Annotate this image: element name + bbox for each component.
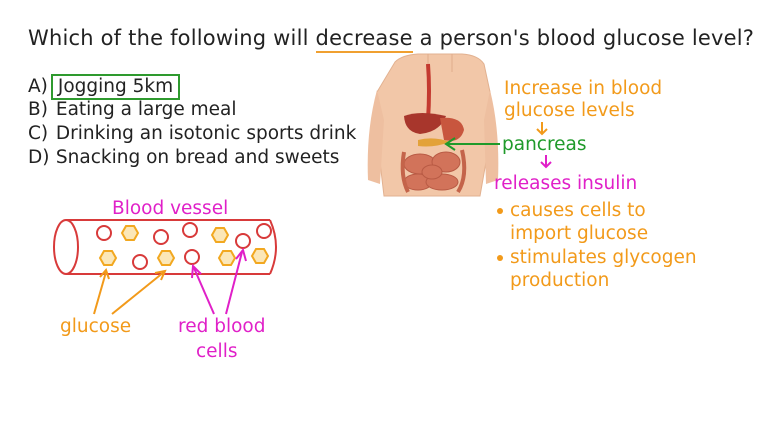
bullet-stimulates-line1: stimulates glycogen bbox=[510, 247, 697, 268]
question-keyword: decrease bbox=[315, 26, 413, 53]
red-blood-cell bbox=[235, 233, 251, 249]
option-text: Eating a large meal bbox=[55, 99, 237, 120]
option-d[interactable]: D) Snacking on bread and sweets bbox=[28, 146, 356, 170]
human-torso-illustration bbox=[367, 53, 499, 197]
glucose-molecule bbox=[250, 248, 270, 264]
increase-label-line2: glucose levels bbox=[504, 100, 635, 121]
bullet-dot bbox=[497, 255, 503, 261]
option-letter: B) bbox=[28, 99, 48, 120]
question-suffix: a person's blood glucose level? bbox=[419, 26, 755, 50]
rbc-label-line2: cells bbox=[196, 341, 238, 362]
bullet-causes-line2: import glucose bbox=[510, 223, 649, 244]
option-letter: A) bbox=[28, 76, 48, 97]
releases-insulin-label: releases insulin bbox=[494, 173, 638, 194]
option-text: Drinking an isotonic sports drink bbox=[55, 123, 357, 144]
red-blood-cell bbox=[153, 229, 169, 245]
increase-label-line1: Increase in blood bbox=[504, 78, 663, 99]
increase-arrow bbox=[536, 122, 548, 136]
option-text-selected: Jogging 5km bbox=[50, 74, 181, 100]
red-blood-cell bbox=[132, 254, 148, 270]
blood-vessel-label: Blood vessel bbox=[112, 198, 229, 219]
rbc-arrows bbox=[191, 247, 247, 315]
blood-vessel bbox=[53, 219, 277, 275]
glucose-molecule bbox=[156, 250, 176, 266]
option-c[interactable]: C) Drinking an isotonic sports drink bbox=[28, 122, 356, 146]
bullet-stimulates-line2: production bbox=[510, 270, 610, 291]
option-b[interactable]: B) Eating a large meal bbox=[28, 98, 356, 122]
red-blood-cell bbox=[96, 225, 112, 241]
glucose-molecule bbox=[217, 250, 237, 266]
question-text: Which of the following will decrease a p… bbox=[28, 26, 755, 53]
glucose-molecule bbox=[98, 250, 118, 266]
glucose-label: glucose bbox=[60, 316, 132, 337]
red-blood-cell bbox=[256, 223, 272, 239]
bullet-causes-line1: causes cells to bbox=[510, 200, 646, 221]
answer-options: A) Jogging 5km B) Eating a large meal C)… bbox=[28, 74, 356, 170]
option-letter: C) bbox=[28, 123, 49, 144]
bullet-dot bbox=[497, 208, 503, 214]
red-blood-cell bbox=[184, 249, 200, 265]
glucose-molecule bbox=[120, 225, 140, 241]
question-prefix: Which of the following will bbox=[28, 26, 309, 50]
glucose-arrows bbox=[93, 268, 167, 315]
option-letter: D) bbox=[28, 147, 50, 168]
pancreas-label: pancreas bbox=[502, 134, 587, 155]
option-a[interactable]: A) Jogging 5km bbox=[28, 74, 356, 100]
red-blood-cell bbox=[182, 222, 198, 238]
rbc-label-line1: red blood bbox=[178, 316, 266, 337]
releases-arrow bbox=[540, 155, 552, 169]
option-text: Snacking on bread and sweets bbox=[55, 147, 340, 168]
glucose-molecule bbox=[210, 227, 230, 243]
pancreas-arrow bbox=[444, 137, 500, 151]
